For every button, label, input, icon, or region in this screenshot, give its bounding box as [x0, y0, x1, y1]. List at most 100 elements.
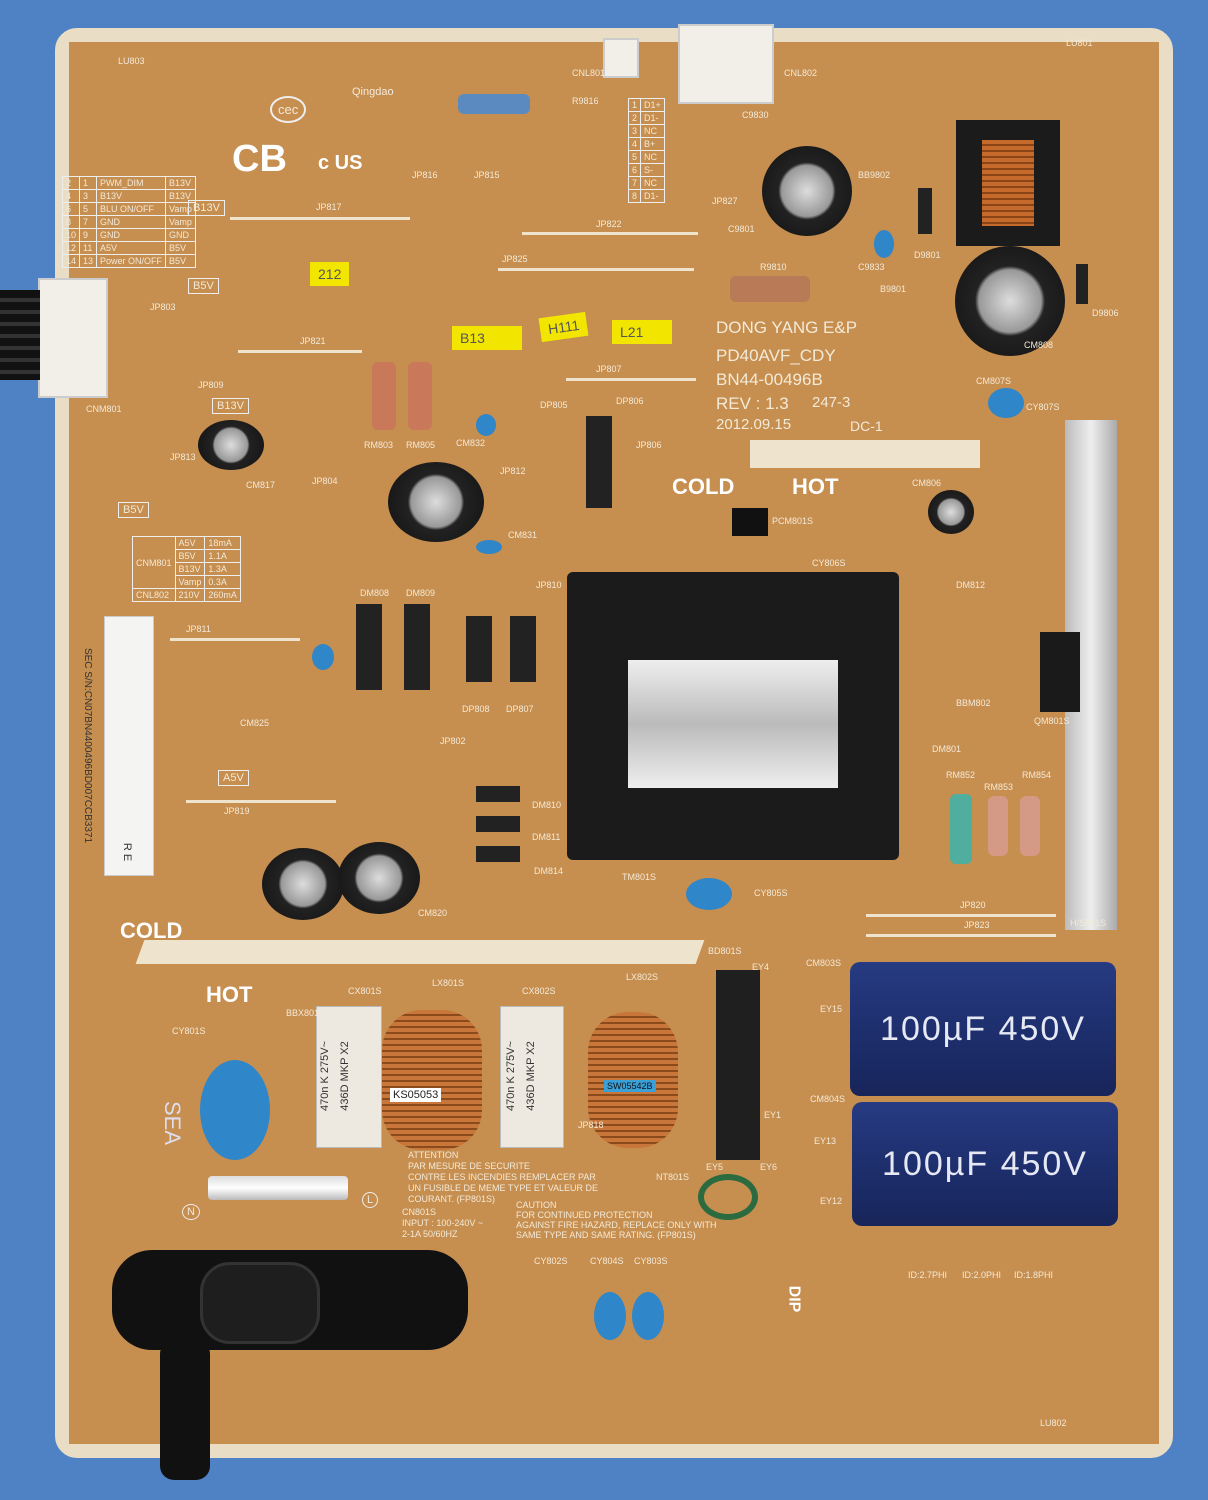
- ref-dm811: DM811: [532, 832, 561, 842]
- id-mark: ID:2.7PHI: [908, 1270, 948, 1280]
- ref-jp802: JP802: [440, 736, 466, 746]
- ref-r9816: R9816: [572, 96, 599, 106]
- ref-cy802s: CY802S: [534, 1256, 568, 1266]
- ref-cy806s: CY806S: [812, 558, 846, 568]
- ref-dm801: DM801: [932, 744, 962, 754]
- ref-r9810: R9810: [760, 262, 787, 272]
- hot-label-top: HOT: [792, 474, 839, 499]
- ref-jp817: JP817: [316, 202, 342, 212]
- sticker-l21: L21: [612, 320, 672, 344]
- ref-jp810: JP810: [536, 580, 562, 590]
- cold-label-bottom: COLD: [120, 918, 183, 943]
- qingdao-mark: Qingdao: [352, 86, 394, 98]
- ref-jp804: JP804: [312, 476, 338, 486]
- capacitor-main-output: [388, 462, 484, 542]
- capacitor-cm831: [476, 540, 502, 554]
- ref-jp821: JP821: [300, 336, 326, 346]
- ref-rm803: RM803: [364, 440, 394, 450]
- ref-rm853: RM853: [984, 782, 1014, 792]
- choke-label: KS05053: [390, 1088, 442, 1102]
- x-cap-marking: 436D MKP X2: [524, 1041, 537, 1111]
- ref-cm803s: CM803S: [806, 958, 842, 968]
- ref-pcm801s: PCM801S: [772, 516, 814, 526]
- bulk-capacitor-cm803s: 100µF 450V: [850, 962, 1116, 1096]
- ref-rm854: RM854: [1022, 770, 1052, 780]
- pin-mark-n: N: [182, 1204, 200, 1220]
- ref-cm808: CM808: [1024, 340, 1054, 350]
- ref-jp819: JP819: [224, 806, 250, 816]
- ref-bbx801: BBX801: [286, 1008, 320, 1018]
- input-rating: CN801S INPUT : 100-240V ~ 2-1A 50/60HZ: [402, 1207, 484, 1239]
- ref-lu802: LU802: [1040, 1418, 1067, 1428]
- x-cap-marking: 436D MKP X2: [338, 1041, 351, 1111]
- diode-dp807: [510, 616, 536, 682]
- jumper-jp821: [238, 350, 362, 353]
- ref-cm825: CM825: [240, 718, 270, 728]
- bridge-rectifier-bd801s: [716, 970, 760, 1160]
- rail-label: B5V: [188, 278, 219, 294]
- dip-label: DIP: [785, 1285, 803, 1313]
- hot-label-bottom: HOT: [206, 982, 253, 1007]
- ref-jp809: JP809: [198, 380, 224, 390]
- cold-label-top: COLD: [672, 474, 735, 499]
- ref-lx802s: LX802S: [626, 972, 659, 982]
- ref-cm831: CM831: [508, 530, 538, 540]
- jumper-jp820: [866, 914, 1056, 917]
- ul-mark: c US: [318, 152, 363, 174]
- ref-qm801s: QM801S: [1034, 716, 1070, 726]
- jumper-jp817: [230, 217, 410, 220]
- sea-mark: SEA: [160, 1100, 186, 1146]
- revision: REV : 1.3: [716, 394, 789, 413]
- y-capacitor-cy804s: [594, 1292, 626, 1340]
- hot-cold-divider: [750, 440, 980, 468]
- ref-lu801: LU801: [1066, 38, 1093, 48]
- ref-c9830: C9830: [742, 110, 769, 120]
- ref-dm812: DM812: [956, 580, 986, 590]
- jumper-jp822: [522, 232, 698, 235]
- diode-dm810: [476, 786, 520, 802]
- y-capacitor-cy801s: [200, 1060, 270, 1160]
- capacitor-cm832: [476, 414, 496, 436]
- resistor-rm852: [950, 794, 972, 864]
- ref-bbm802: BBM802: [956, 698, 991, 708]
- ref-cy805s: CY805S: [754, 888, 788, 898]
- serial-sticker: [104, 616, 154, 876]
- ac-inlet-mount: [160, 1340, 210, 1480]
- x-cap-value: 470n K 275V~: [319, 1040, 332, 1112]
- ref-cm832: CM832: [456, 438, 486, 448]
- ref-dm808: DM808: [360, 588, 390, 598]
- capacitor-cm806: [928, 490, 974, 534]
- ref-jp806: JP806: [636, 440, 662, 450]
- hot-cold-divider-bottom: [135, 940, 705, 964]
- ref-dp807: DP807: [506, 704, 534, 714]
- ref-cm820: CM820: [418, 908, 448, 918]
- date: 2012.09.15: [716, 416, 792, 433]
- resistor-rm853: [988, 796, 1008, 856]
- cnl801-connector: [603, 38, 639, 78]
- revision-handwritten: 247-3: [812, 394, 851, 411]
- ref-ey5: EY5: [706, 1162, 724, 1172]
- jumper-jp819: [186, 800, 336, 803]
- ref-cm807s: CM807S: [976, 376, 1012, 386]
- ref-jp822: JP822: [596, 219, 622, 229]
- capacitor-cm820-a: [262, 848, 344, 920]
- fuse-warning-fr: ATTENTION PAR MESURE DE SECURITE CONTRE …: [408, 1150, 599, 1204]
- cnm801-connector: [38, 278, 108, 398]
- capacitor-c9833: [874, 230, 894, 258]
- choke-label: SW05542B: [604, 1080, 656, 1092]
- ref-c9801: C9801: [728, 224, 755, 234]
- ref-cm804s: CM804S: [810, 1094, 846, 1104]
- resistor-rm805: [408, 362, 432, 430]
- mosfet-qm801s: [1040, 632, 1080, 712]
- capacitor-cm817: [198, 420, 264, 470]
- ref-dp808: DP808: [462, 704, 490, 714]
- fuse-fp801s: [208, 1176, 348, 1200]
- ref-jp820: JP820: [960, 900, 986, 910]
- ref-cx802s: CX802S: [522, 986, 556, 996]
- x-capacitor-cx802s: [500, 1006, 564, 1148]
- capacitor-cm820-b: [338, 842, 420, 914]
- cb-mark: CB: [232, 138, 287, 180]
- wire-harness: [0, 290, 40, 380]
- optocoupler-pcm801s: [732, 508, 768, 536]
